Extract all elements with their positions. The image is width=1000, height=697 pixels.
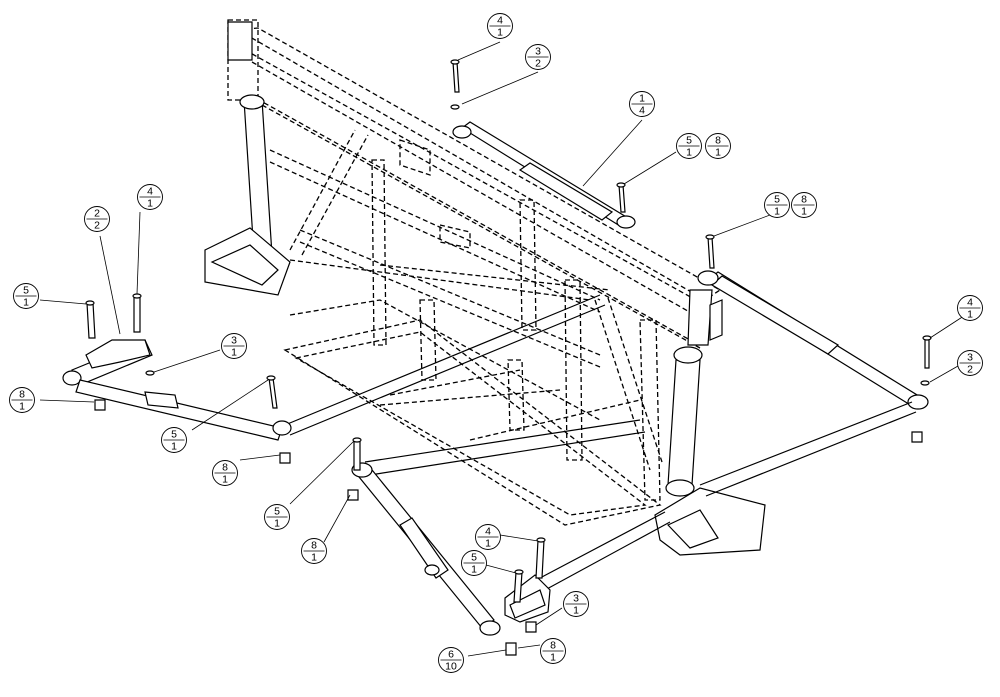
callout-item-number: 2 — [94, 208, 100, 220]
callout-item-number: 5 — [471, 552, 477, 564]
lower-rod-right — [699, 401, 917, 497]
callout-c16: 32 — [957, 350, 983, 376]
callout-item-number: 5 — [686, 135, 692, 147]
callout-item-number: 8 — [311, 540, 317, 552]
callout-quantity: 1 — [19, 401, 25, 413]
callout-quantity: 1 — [573, 605, 579, 617]
callout-item-number: 5 — [171, 429, 177, 441]
callout-c20: 51 — [461, 550, 487, 576]
callout-quantity: 1 — [497, 27, 503, 39]
callout-c3: 14 — [629, 91, 655, 117]
callout-c13: 51 — [161, 427, 187, 453]
callout-c12: 81 — [9, 387, 35, 413]
callout-item-number: 8 — [19, 389, 25, 401]
callout-quantity: 1 — [171, 441, 177, 453]
callout-item-number: 1 — [639, 93, 645, 105]
callout-item-number: 8 — [801, 194, 807, 206]
callout-item-number: 4 — [147, 186, 153, 198]
callout-quantity: 1 — [274, 518, 280, 530]
callout-c8: 22 — [84, 206, 110, 232]
callout-quantity: 1 — [471, 564, 477, 576]
callout-item-number: 3 — [967, 352, 973, 364]
callout-quantity: 1 — [147, 198, 153, 210]
callout-quantity: 1 — [686, 147, 692, 159]
callout-c15: 41 — [957, 295, 983, 321]
callout-quantity: 1 — [715, 147, 721, 159]
callout-item-number: 4 — [967, 297, 973, 309]
callout-item-number: 5 — [274, 506, 280, 518]
callout-c19: 41 — [475, 524, 501, 550]
callout-item-number: 3 — [573, 593, 579, 605]
callout-c17: 51 — [264, 504, 290, 530]
callout-item-number: 5 — [23, 285, 29, 297]
callout-c18: 81 — [301, 538, 327, 564]
callout-quantity: 4 — [639, 105, 645, 117]
callout-item-number: 6 — [448, 649, 454, 661]
callout-c22: 610 — [438, 647, 464, 673]
callout-c11: 31 — [221, 333, 247, 359]
callout-item-number: 3 — [231, 335, 237, 347]
callout-item-number: 4 — [497, 15, 503, 27]
callout-item-number: 8 — [715, 135, 721, 147]
callout-quantity: 1 — [23, 297, 29, 309]
callout-bubbles: 4132145181518122415131815181413251814151… — [9, 13, 983, 673]
callout-quantity: 1 — [485, 538, 491, 550]
solid-parts — [62, 21, 929, 636]
callout-quantity: 1 — [311, 552, 317, 564]
callout-c7: 81 — [791, 192, 817, 218]
callout-quantity: 10 — [445, 661, 457, 673]
callout-quantity: 1 — [550, 652, 556, 664]
pivot-post-right — [687, 289, 713, 346]
callout-c5: 81 — [705, 133, 731, 159]
callout-item-number: 4 — [485, 526, 491, 538]
callout-quantity: 1 — [774, 206, 780, 218]
callout-c9: 41 — [137, 184, 163, 210]
callout-quantity: 1 — [967, 309, 973, 321]
callout-item-number: 5 — [774, 194, 780, 206]
callout-item-number: 8 — [222, 462, 228, 474]
callout-c23: 81 — [540, 638, 566, 664]
main-frame — [227, 19, 722, 526]
callout-c2: 32 — [525, 44, 551, 70]
callout-c4: 51 — [676, 133, 702, 159]
callout-quantity: 1 — [222, 474, 228, 486]
callout-c10: 51 — [13, 283, 39, 309]
callout-c1: 41 — [487, 13, 513, 39]
callout-c6: 51 — [764, 192, 790, 218]
lower-rod-center — [364, 419, 646, 476]
callout-c21: 31 — [563, 591, 589, 617]
hardware — [85, 59, 932, 656]
callout-quantity: 2 — [94, 220, 100, 232]
callout-quantity: 1 — [231, 347, 237, 359]
callout-quantity: 2 — [967, 364, 973, 376]
hitch-bracket-right — [654, 487, 766, 556]
callout-quantity: 2 — [535, 58, 541, 70]
callout-c14: 81 — [212, 460, 238, 486]
callout-item-number: 3 — [535, 46, 541, 58]
callout-quantity: 1 — [801, 206, 807, 218]
callout-item-number: 8 — [550, 640, 556, 652]
